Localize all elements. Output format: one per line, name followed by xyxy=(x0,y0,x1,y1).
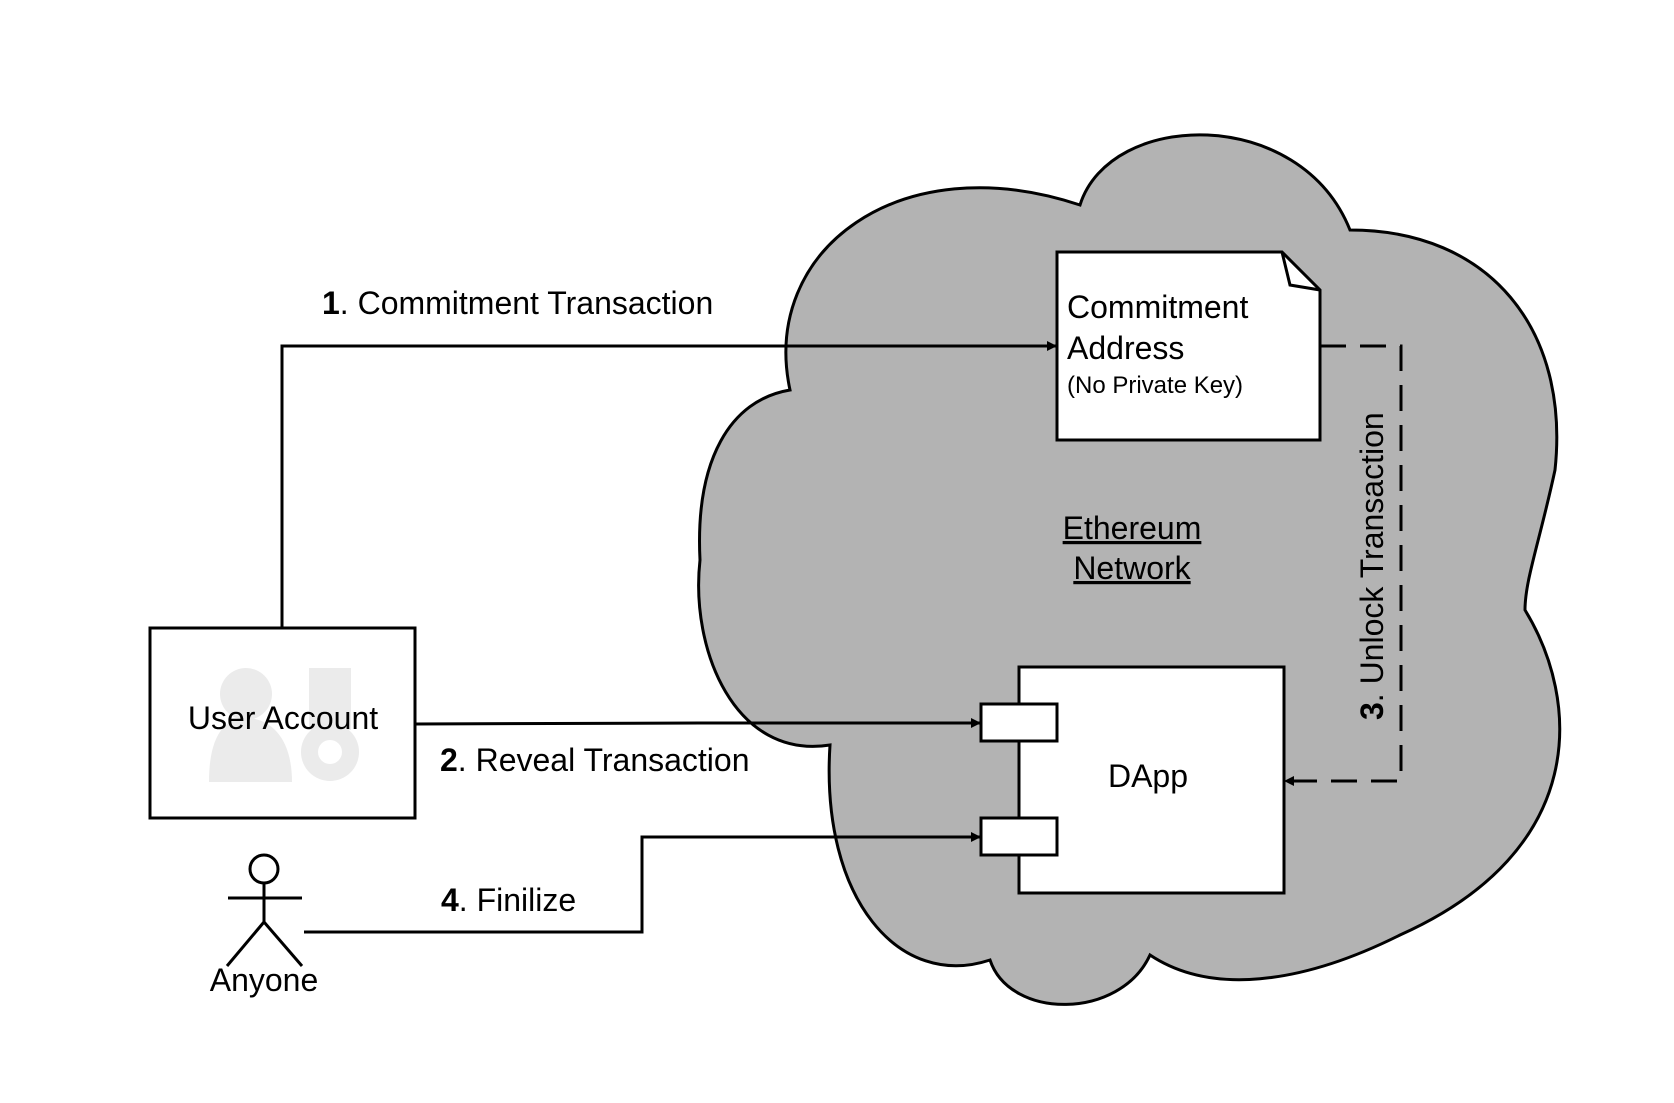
commitment-address-document: Commitment Address (No Private Key) xyxy=(1055,250,1322,442)
dapp-port-bottom xyxy=(979,816,1059,857)
connector-reveal xyxy=(414,718,981,728)
step-2-label: 2. Reveal Transaction xyxy=(440,742,750,778)
dapp-port-top xyxy=(979,702,1059,743)
user-account-label: User Account xyxy=(188,700,378,736)
commitment-address-note: (No Private Key) xyxy=(1067,372,1243,399)
connector-unlock xyxy=(1284,344,1403,786)
step-3-text: . Unlock Transaction xyxy=(1354,412,1390,702)
step-3-label: 3. Unlock Transaction xyxy=(1354,412,1390,720)
step-4-label: 4. Finilize xyxy=(441,882,576,918)
network-label-line2: Network xyxy=(1073,550,1191,586)
step-1-number: 1 xyxy=(322,285,340,321)
dapp-label: DApp xyxy=(1108,758,1188,794)
commitment-address-line1: Commitment xyxy=(1067,289,1248,325)
step-4-number: 4 xyxy=(441,882,459,918)
commitment-address-line2: Address xyxy=(1067,330,1184,366)
network-label-line1: Ethereum xyxy=(1063,510,1202,546)
connector-commitment xyxy=(280,341,1057,628)
connector-finalize xyxy=(304,832,981,934)
dapp-component: DApp xyxy=(979,665,1286,895)
step-1-label: 1. Commitment Transaction xyxy=(322,285,713,321)
ethereum-network-cloud xyxy=(697,133,1562,1006)
stick-figure-icon xyxy=(225,853,304,967)
user-key-icon xyxy=(209,668,359,782)
step-1-text: . Commitment Transaction xyxy=(340,285,713,321)
step-3-number: 3 xyxy=(1354,702,1390,720)
step-2-text: . Reveal Transaction xyxy=(458,742,750,778)
user-account-box: User Account xyxy=(148,626,417,820)
step-4-text: . Finilize xyxy=(459,882,576,918)
step-2-number: 2 xyxy=(440,742,458,778)
actor-label: Anyone xyxy=(210,962,319,998)
